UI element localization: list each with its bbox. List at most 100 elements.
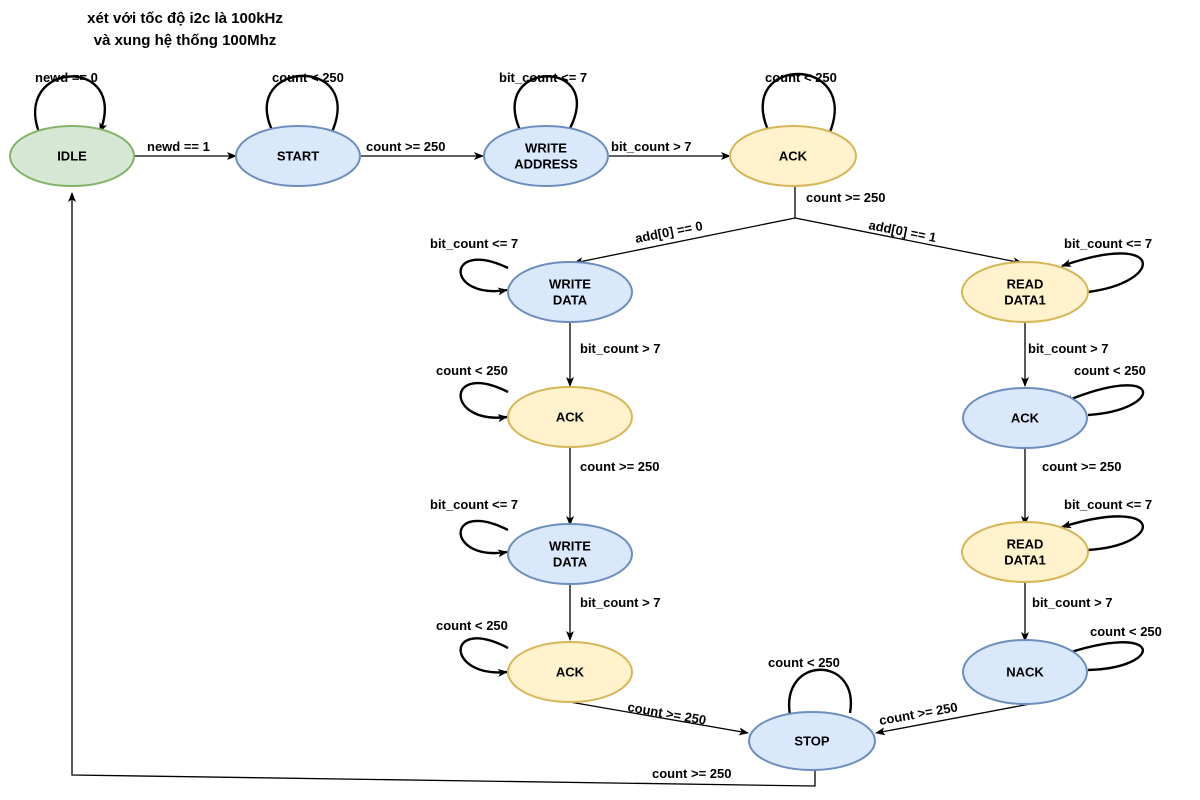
- label-rd1-self: bit_count <= 7: [1064, 236, 1152, 251]
- state-shape: [962, 639, 1088, 705]
- label-stop-self: count < 250: [768, 655, 840, 670]
- state-label-line: ADDRESS: [514, 157, 578, 172]
- title-line-2: và xung hệ thống 100Mhz: [93, 32, 277, 49]
- label-to-write: add[0] == 0: [634, 218, 704, 246]
- label-nack-to-stop: count >= 250: [878, 699, 959, 728]
- state-start[interactable]: START: [235, 125, 361, 187]
- state-label-line: DATA: [553, 555, 588, 570]
- edge-stop-to-idle: [68, 192, 816, 787]
- label-ack-branch: count >= 250: [806, 190, 885, 205]
- diagram-title: xét với tốc độ i2c là 100kHz và xung hệ …: [20, 8, 350, 52]
- edge-to-write-data: [573, 217, 796, 266]
- state-shape: [507, 641, 633, 703]
- label-wd1-to-ack: bit_count > 7: [580, 341, 661, 356]
- state-shape: [483, 125, 609, 187]
- state-label-line: READ: [1007, 277, 1044, 292]
- state-label-line: WRITE: [549, 277, 591, 292]
- loop-ack-w2: [459, 637, 509, 677]
- state-label: START: [277, 149, 319, 164]
- state-label: NACK: [1006, 665, 1044, 680]
- edges: [68, 152, 1031, 787]
- label-ackr-self: count < 250: [1074, 363, 1146, 378]
- loop-ack-r: [1063, 384, 1145, 417]
- label-ackw2-self: count < 250: [436, 618, 508, 633]
- label-rd2-to-nack: bit_count > 7: [1032, 595, 1113, 610]
- state-stop[interactable]: STOP: [748, 711, 876, 771]
- loop-read-data-1: [1061, 252, 1144, 294]
- label-idle-self: newd == 0: [35, 70, 98, 85]
- state-label-line: STOP: [794, 734, 829, 749]
- state-label-line: WRITE: [549, 539, 591, 554]
- label-start-self: count < 250: [272, 70, 344, 85]
- state-ack-read[interactable]: ACK: [962, 387, 1088, 449]
- state-label: ACK: [556, 665, 585, 680]
- state-idle[interactable]: IDLE: [9, 125, 135, 187]
- label-start-to-wa: count >= 250: [366, 139, 445, 154]
- edge-ack-w2-to-stop: [569, 701, 749, 736]
- state-shape: [507, 386, 633, 448]
- state-shape: [961, 261, 1089, 323]
- state-label-line: DATA1: [1004, 293, 1045, 308]
- state-label: ACK: [1011, 411, 1040, 426]
- state-shape: [962, 387, 1088, 449]
- state-ack-write-1[interactable]: ACK: [507, 386, 633, 448]
- label-ackw1-self: count < 250: [436, 363, 508, 378]
- loop-write-address: [513, 75, 578, 133]
- state-label: ACK: [556, 410, 585, 425]
- label-ack-self: count < 250: [765, 70, 837, 85]
- state-label-line: NACK: [1006, 665, 1044, 680]
- state-shape: [507, 261, 633, 323]
- state-label: IDLE: [57, 149, 87, 164]
- self-loops: [33, 72, 1145, 716]
- loop-idle: [33, 75, 107, 136]
- state-shape: [729, 125, 857, 187]
- loop-ack-addr: [761, 72, 836, 133]
- edge-to-read-data: [794, 217, 1023, 266]
- state-label-line: START: [277, 149, 319, 164]
- state-nack[interactable]: NACK: [962, 639, 1088, 705]
- label-nack-self: count < 250: [1090, 624, 1162, 639]
- label-ackr-to-rd2: count >= 250: [1042, 459, 1121, 474]
- state-ack-write-2[interactable]: ACK: [507, 641, 633, 703]
- state-label-line: DATA1: [1004, 553, 1045, 568]
- state-label-line: WRITE: [525, 141, 567, 156]
- label-wa-to-ack: bit_count > 7: [611, 139, 692, 154]
- loop-write-data-2: [459, 519, 509, 558]
- state-shape: [961, 521, 1089, 583]
- loop-read-data-2: [1061, 515, 1144, 552]
- state-shape: [507, 523, 633, 585]
- state-label-line: ACK: [556, 665, 585, 680]
- loop-start: [265, 74, 339, 133]
- loop-nack: [1061, 641, 1144, 672]
- state-ack-address[interactable]: ACK: [729, 125, 857, 187]
- label-rd2-self: bit_count <= 7: [1064, 497, 1152, 512]
- state-label-line: ACK: [779, 149, 808, 164]
- state-shape: [748, 711, 876, 771]
- label-wd2-self: bit_count <= 7: [430, 497, 518, 512]
- label-wd2-to-ack: bit_count > 7: [580, 595, 661, 610]
- state-label-line: ACK: [556, 410, 585, 425]
- title-line-1: xét với tốc độ i2c là 100kHz: [87, 10, 283, 27]
- state-label: ACK: [779, 149, 808, 164]
- label-rd1-to-ack: bit_count > 7: [1028, 341, 1109, 356]
- state-label-line: DATA: [553, 293, 588, 308]
- label-ackw1-to-wd2: count >= 250: [580, 459, 659, 474]
- state-shape: [235, 125, 361, 187]
- label-idle-to-start: newd == 1: [147, 139, 210, 154]
- state-label-line: IDLE: [57, 149, 87, 164]
- edge-nack-to-stop: [875, 703, 1031, 736]
- loop-write-data-1: [459, 258, 509, 296]
- label-to-read: add[0] == 1: [867, 217, 937, 245]
